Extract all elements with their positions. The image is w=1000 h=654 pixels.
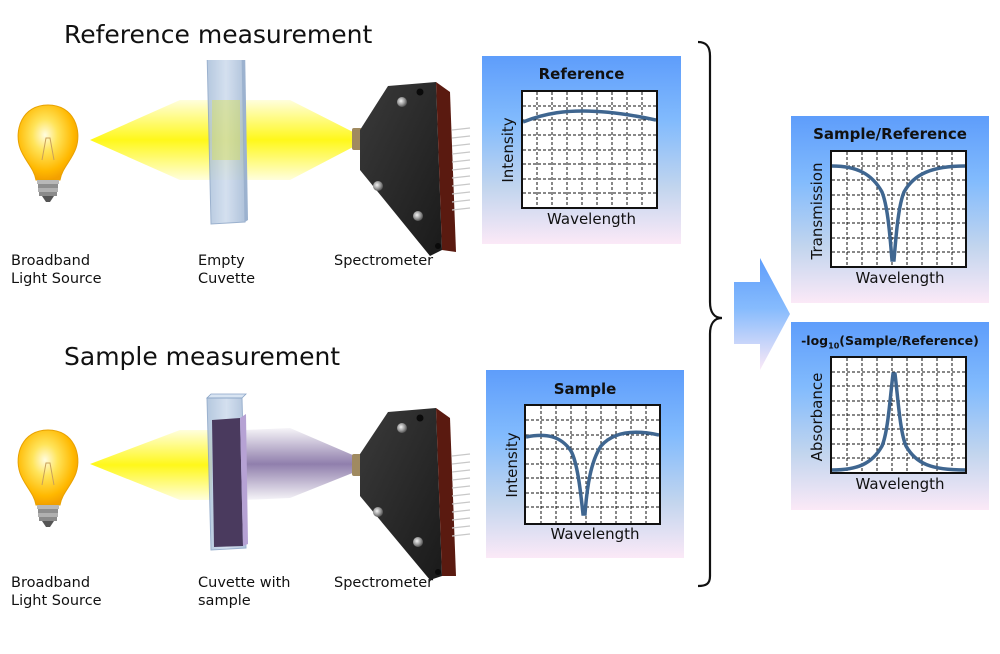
sample-detector-label: Spectrometer xyxy=(334,575,434,591)
light-beam-purple xyxy=(245,428,355,500)
absorbance-chart-panel: -log10(Sample/Reference) Absorbance Wave… xyxy=(791,322,989,510)
sample-ylabel: Intensity xyxy=(503,432,521,498)
light-bulb-icon xyxy=(17,429,79,527)
sample-chart-panel: Sample Intensity Wavelength xyxy=(486,370,684,558)
reference-cuvette-label: Empty Cuvette xyxy=(198,253,256,287)
reference-ylabel: Intensity xyxy=(499,117,517,183)
absorbance-plot-area xyxy=(830,356,967,474)
absorbance-xlabel: Wavelength xyxy=(855,475,945,493)
sample-chart-title: Sample xyxy=(553,380,617,398)
transmission-chart-panel: Sample/Reference Transmission Wavelength xyxy=(791,116,989,303)
sample-curve xyxy=(526,430,659,516)
transmission-curve xyxy=(832,164,965,262)
light-bulb-icon xyxy=(17,104,79,202)
sample-xlabel: Wavelength xyxy=(550,525,640,543)
reference-chart-title: Reference xyxy=(538,65,625,83)
spectrometer-icon xyxy=(352,82,471,256)
reference-apparatus xyxy=(17,60,471,256)
transmission-xlabel: Wavelength xyxy=(855,269,945,287)
spectrometer-icon xyxy=(352,408,471,580)
reference-curve xyxy=(523,109,656,124)
reference-section-title: Reference measurement xyxy=(64,20,373,49)
absorbance-chart-title: -log10(Sample/Reference) xyxy=(801,333,979,351)
sample-plot-area xyxy=(524,404,661,525)
sample-cuvette-icon xyxy=(206,393,248,551)
curly-brace xyxy=(697,40,723,588)
light-beam-yellow xyxy=(90,100,210,180)
sample-apparatus xyxy=(17,393,471,580)
reference-chart-panel: Reference Intensity Wavelength xyxy=(482,56,681,244)
transmission-chart-title: Sample/Reference xyxy=(813,125,967,143)
reference-plot-area xyxy=(521,90,658,209)
absorbance-ylabel: Absorbance xyxy=(808,372,826,462)
right-arrow-icon xyxy=(734,258,790,370)
reference-source-label: Broadband Light Source xyxy=(11,253,102,287)
sample-source-label: Broadband Light Source xyxy=(11,575,102,609)
transmission-ylabel: Transmission xyxy=(808,162,826,260)
absorbance-curve xyxy=(832,372,965,472)
reference-xlabel: Wavelength xyxy=(547,210,636,228)
empty-cuvette-icon xyxy=(206,60,248,225)
reference-detector-label: Spectrometer xyxy=(334,253,434,269)
sample-section-title: Sample measurement xyxy=(64,342,341,371)
sample-cuvette-label: Cuvette with sample xyxy=(198,575,291,609)
transmission-plot-area xyxy=(830,150,967,268)
